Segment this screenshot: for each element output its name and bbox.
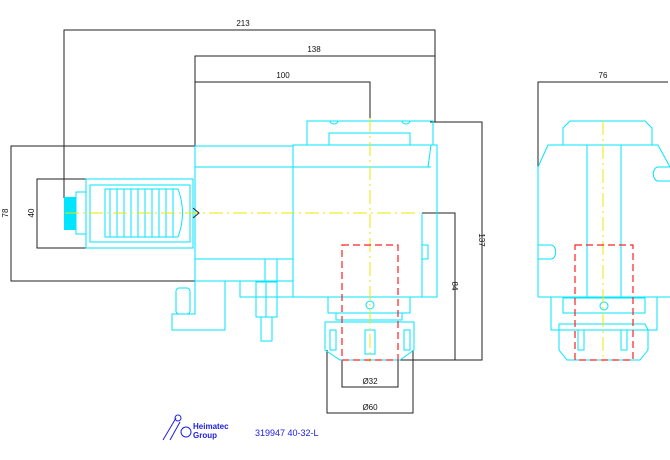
dim-213: 213 xyxy=(236,19,250,28)
end-view-hidden-outline xyxy=(574,244,634,361)
dim-100: 100 xyxy=(276,71,290,80)
dim-78: 78 xyxy=(1,208,10,217)
side-view xyxy=(64,120,438,361)
svg-text:Group: Group xyxy=(193,431,217,440)
dim-76: 76 xyxy=(599,71,608,80)
dim-84: 84 xyxy=(450,282,459,291)
dim-dia-32: Ø32 xyxy=(362,377,378,386)
end-view xyxy=(537,120,670,361)
company-logo: Heimatec Group xyxy=(162,414,229,441)
dim-137: 137 xyxy=(477,233,486,247)
origin-marker-icon xyxy=(192,207,200,219)
hidden-collet-outline xyxy=(341,244,399,361)
dim-40: 40 xyxy=(27,208,36,217)
part-number: 319947 40-32-L xyxy=(255,428,319,438)
svg-text:Heimatec: Heimatec xyxy=(193,422,229,431)
dim-138: 138 xyxy=(307,45,321,54)
dim-dia-60: Ø60 xyxy=(362,403,378,412)
